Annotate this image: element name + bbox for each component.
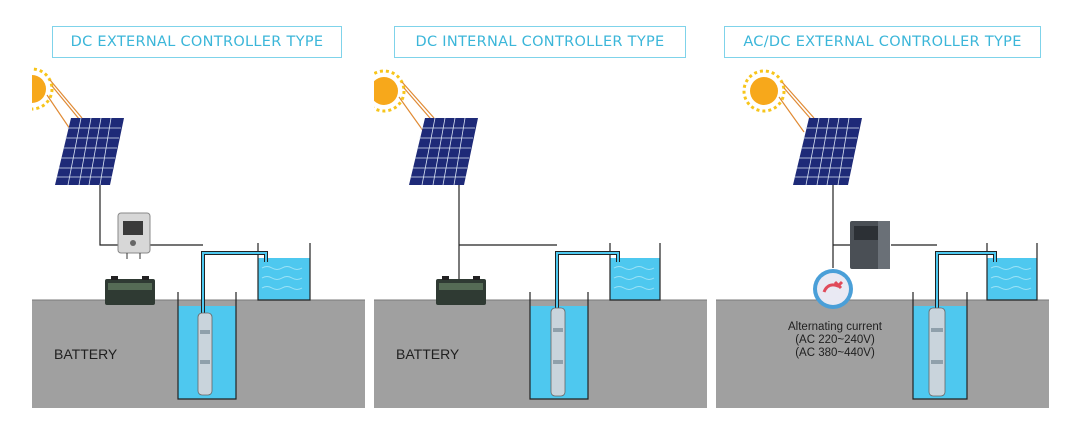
wiring bbox=[832, 185, 937, 268]
well-walls bbox=[529, 292, 589, 400]
ac-range-380: (AC 380~440V) bbox=[795, 347, 875, 359]
submersible-pump-icon bbox=[197, 312, 213, 396]
diagram-dc-internal bbox=[374, 69, 707, 408]
controller-box-icon bbox=[117, 212, 151, 259]
well-walls bbox=[912, 292, 968, 400]
wiring bbox=[99, 185, 203, 246]
panel-title: DC INTERNAL CONTROLLER TYPE bbox=[394, 26, 686, 58]
panel-title: AC/DC EXTERNAL CONTROLLER TYPE bbox=[724, 26, 1041, 58]
solar-panel-icon bbox=[409, 117, 478, 186]
sun-icon bbox=[374, 69, 406, 113]
panel-acdc-external: AC/DC EXTERNAL CONTROLLER TYPE Alternati… bbox=[716, 0, 1066, 429]
ac-range-220: (AC 220~240V) bbox=[795, 334, 875, 346]
diagram-dc-external bbox=[32, 67, 365, 408]
battery-label: BATTERY bbox=[396, 346, 460, 362]
battery-icon bbox=[105, 276, 155, 305]
panel-title: DC EXTERNAL CONTROLLER TYPE bbox=[52, 26, 342, 58]
wiring bbox=[458, 185, 557, 280]
ac-label: Alternating current bbox=[788, 321, 882, 333]
tank-walls bbox=[257, 243, 311, 301]
well-walls bbox=[177, 292, 237, 400]
tank-walls bbox=[609, 243, 661, 301]
sun-icon bbox=[32, 67, 54, 111]
inverter-icon bbox=[850, 221, 890, 269]
power-plug-icon bbox=[813, 269, 853, 309]
panel-dc-external: DC EXTERNAL CONTROLLER TYPE BATTERY bbox=[32, 0, 382, 429]
solar-panel-icon bbox=[55, 117, 124, 186]
tank-walls bbox=[986, 243, 1038, 301]
solar-panel-icon bbox=[793, 117, 862, 186]
panel-dc-internal: DC INTERNAL CONTROLLER TYPE BATTERY bbox=[374, 0, 724, 429]
submersible-pump-icon bbox=[550, 307, 566, 397]
ground bbox=[716, 300, 1049, 408]
tank-water bbox=[258, 258, 310, 300]
battery-icon bbox=[436, 276, 486, 305]
sun-icon bbox=[742, 69, 786, 113]
diagram-acdc-external bbox=[716, 69, 1049, 408]
submersible-pump-icon bbox=[928, 307, 946, 397]
battery-label: BATTERY bbox=[54, 346, 118, 362]
